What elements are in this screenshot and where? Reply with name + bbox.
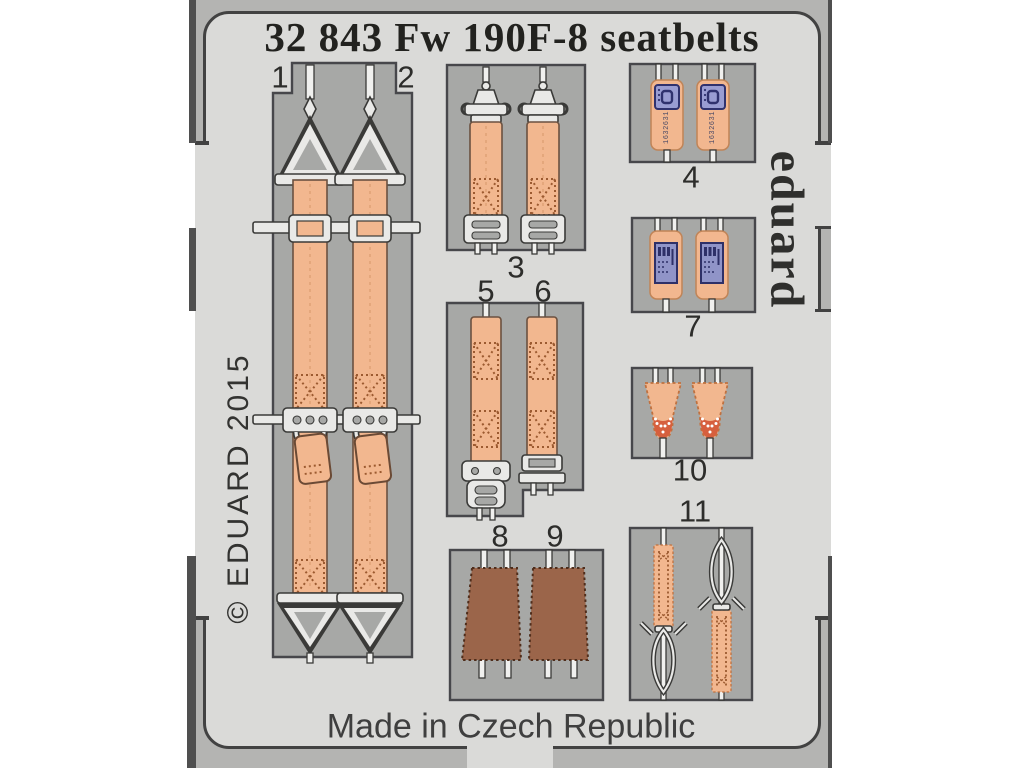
- part-label-4: 4: [682, 159, 700, 195]
- part-label-2: 2: [397, 59, 415, 95]
- part-label-5: 5: [477, 273, 495, 309]
- plate-part-11: [628, 526, 754, 702]
- product-title: 32 843 Fw 190F-8 seatbelts: [264, 14, 760, 60]
- pads-parts-8-9: [460, 549, 590, 679]
- frame-gap-right-lower: [815, 312, 831, 620]
- frame-cap: [815, 616, 831, 620]
- part-label-6: 6: [534, 273, 552, 309]
- eduard-brand-vertical-text: eduard: [760, 150, 814, 310]
- frame-cap: [195, 616, 209, 620]
- frame-gap-bottom: [467, 743, 553, 768]
- edge-mark: [189, 0, 196, 143]
- edge-mark: [187, 556, 196, 768]
- part-label-10: 10: [672, 452, 708, 488]
- plate-part-4: [628, 62, 757, 164]
- part-label-1: 1: [271, 59, 289, 95]
- straps-part-11: [639, 527, 746, 701]
- frame-gap-right-upper: [815, 145, 831, 228]
- frame-cap: [815, 309, 831, 312]
- part-label-8: 8: [491, 518, 509, 554]
- part-label-7: 7: [684, 308, 702, 344]
- part-label-11: 11: [678, 493, 712, 529]
- fret-rail: [252, 221, 421, 234]
- edge-mark: [828, 556, 832, 768]
- copyright-vertical-text: © EDUARD 2015: [222, 352, 255, 624]
- frame-gap-left: [195, 145, 209, 620]
- frame-cap: [815, 226, 831, 229]
- strap-part-7a: [649, 217, 683, 313]
- frame-cap: [815, 141, 831, 145]
- edge-mark: [828, 0, 832, 143]
- part-label-3: 3: [507, 249, 525, 285]
- edge-mark: [189, 228, 196, 311]
- part-label-9: 9: [546, 518, 564, 554]
- strap-part-7b: [695, 217, 729, 313]
- frame-cap: [195, 141, 209, 145]
- plate-part-10: [630, 366, 754, 460]
- made-in-text: Made in Czech Republic: [326, 707, 696, 746]
